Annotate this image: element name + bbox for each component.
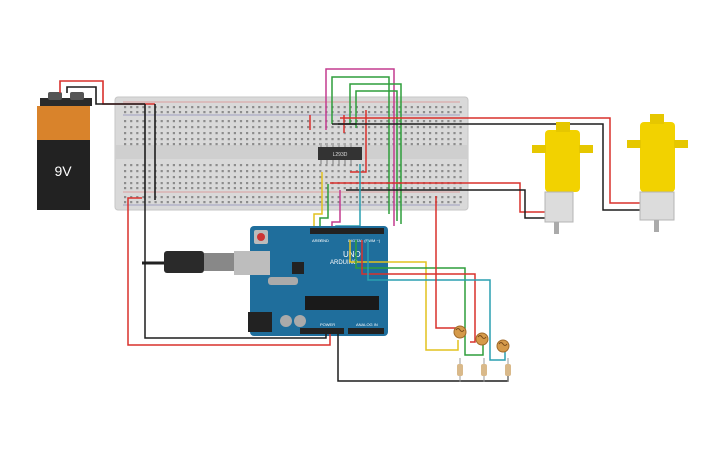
arduino-brand: ARDUINO — [330, 260, 358, 266]
chip-label: L293D — [333, 152, 348, 158]
arduino-model: UNO — [343, 250, 361, 259]
resistor-1[interactable] — [457, 358, 463, 382]
battery-9v[interactable]: 9V — [37, 92, 92, 210]
arduino-uno[interactable]: ARDUINO UNO DIGITAL (PWM ~) POWER ANALOG… — [248, 226, 388, 336]
usb-cable — [142, 251, 270, 275]
battery-label: 9V — [54, 163, 72, 179]
photoresistor-2[interactable] — [475, 332, 489, 346]
breadboard[interactable] — [114, 96, 469, 211]
power-wires — [127, 197, 331, 346]
photoresistor-3[interactable] — [496, 339, 510, 353]
resistor-3[interactable] — [505, 358, 511, 382]
motor-2[interactable] — [627, 114, 688, 232]
power-header-label: POWER — [320, 322, 335, 327]
sensor-wires — [337, 196, 509, 382]
analog-header-label: ANALOG IN — [356, 322, 378, 327]
motor-driver-chip[interactable]: L293D — [318, 143, 362, 164]
photoresistor-1[interactable] — [453, 325, 467, 339]
gnd-label: GND — [320, 238, 329, 243]
battery-wires — [59, 80, 156, 200]
aref-label: AREF — [312, 238, 323, 243]
digital-header-label: DIGITAL (PWM ~) — [348, 238, 381, 243]
resistor-2[interactable] — [481, 358, 487, 382]
motor-1[interactable] — [532, 122, 593, 234]
